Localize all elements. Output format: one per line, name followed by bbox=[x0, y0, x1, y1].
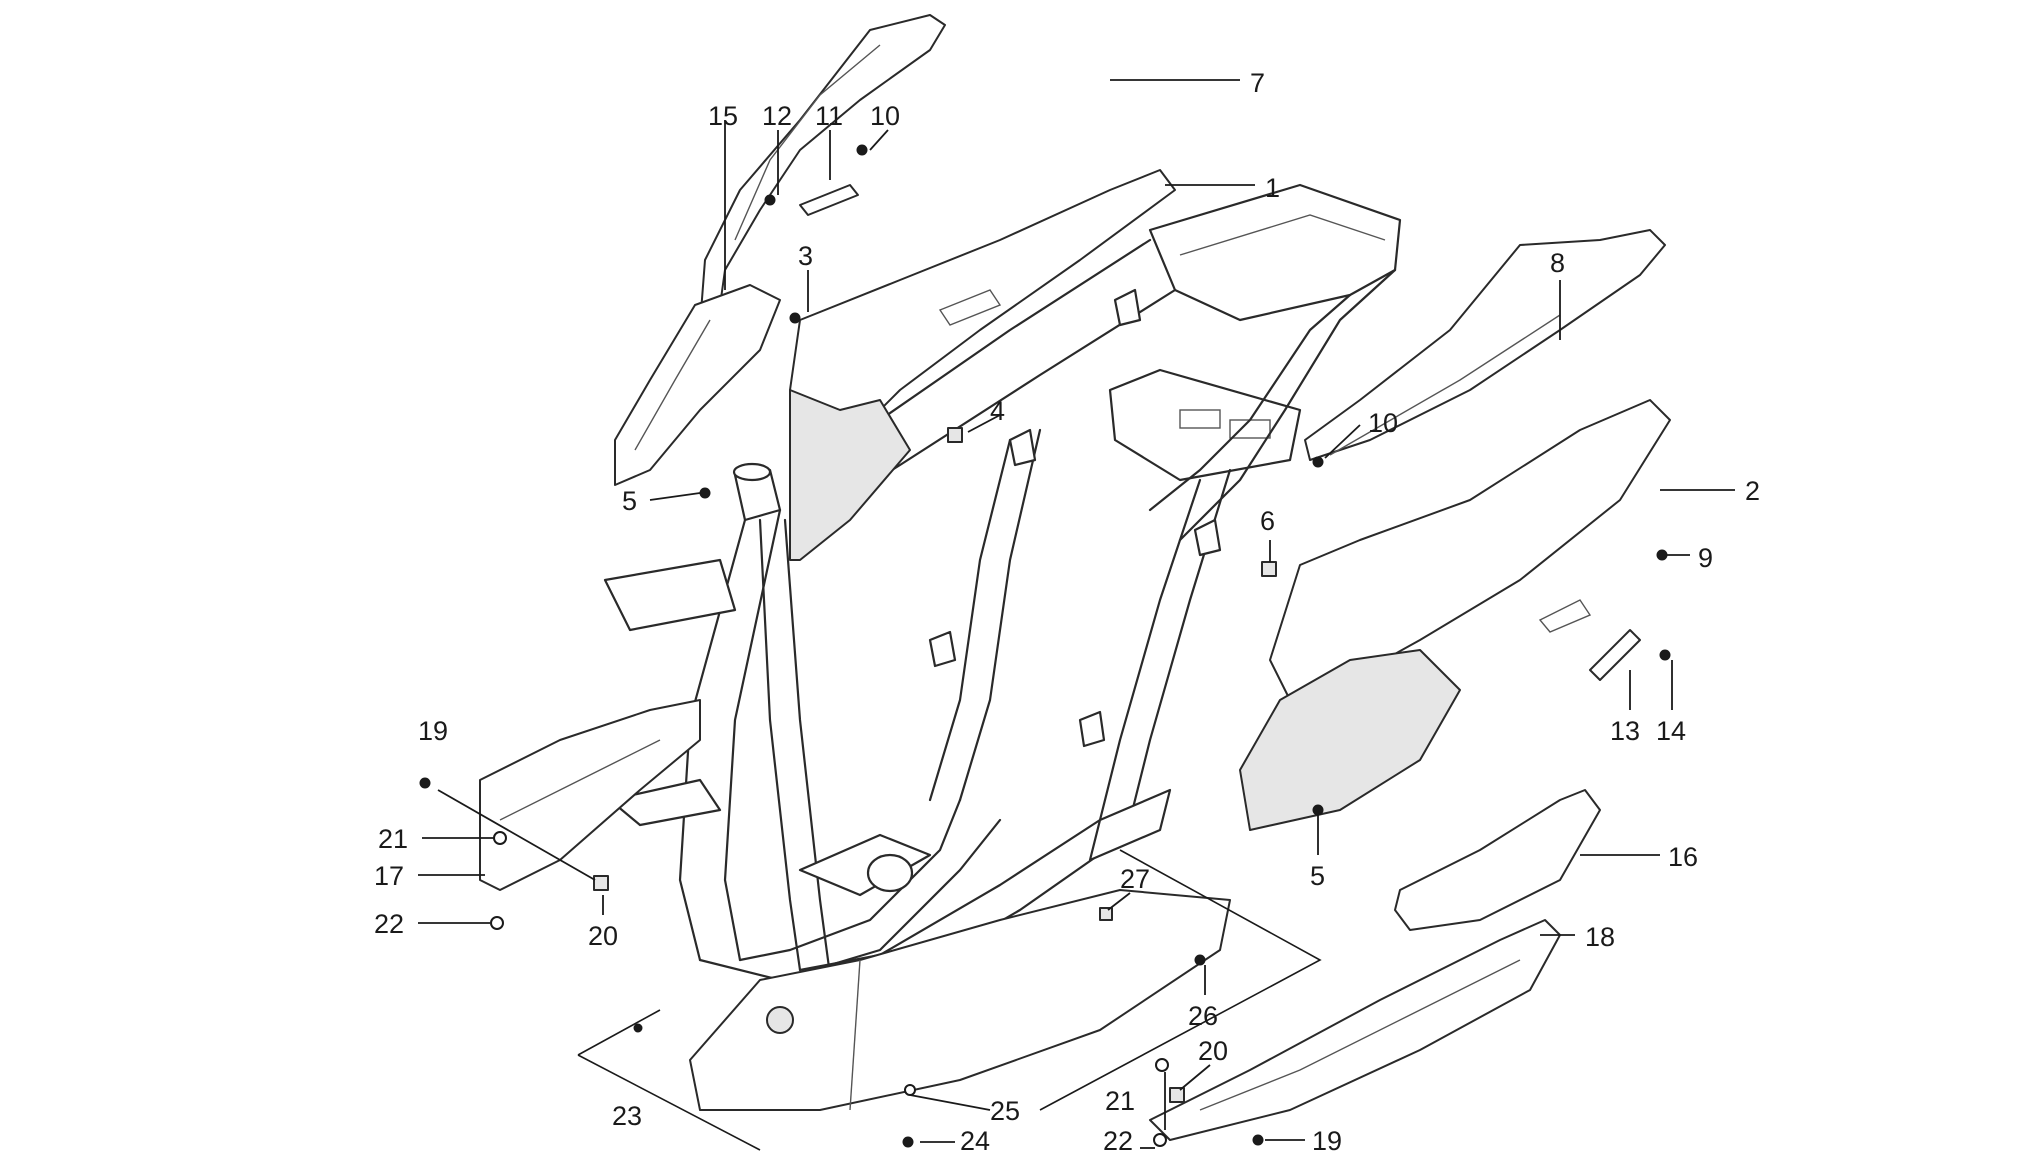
screw-5-left bbox=[699, 487, 711, 499]
callout-25: 25 bbox=[990, 1096, 1020, 1126]
frame-rail-left-mid bbox=[928, 438, 1012, 802]
callout-11: 11 bbox=[815, 101, 843, 131]
callout-19: 19 bbox=[1312, 1126, 1342, 1151]
screw-10-left bbox=[856, 144, 868, 156]
part-11-reflector-left bbox=[799, 184, 859, 216]
frame-down-tube-center bbox=[758, 518, 802, 972]
part-16-right-trim bbox=[1394, 789, 1601, 931]
callout-12: 12 bbox=[762, 101, 792, 131]
callout-2: 2 bbox=[1745, 476, 1760, 506]
screw-19-left bbox=[419, 777, 431, 789]
callout-7: 7 bbox=[1250, 68, 1265, 98]
screw-5-right bbox=[1312, 804, 1324, 816]
screw-26 bbox=[1194, 954, 1206, 966]
callout-27: 27 bbox=[1120, 864, 1150, 894]
callout-19: 19 bbox=[418, 716, 448, 746]
callout-17: 17 bbox=[374, 861, 404, 891]
frame-crossbar bbox=[798, 833, 932, 897]
callout-22: 22 bbox=[374, 909, 404, 939]
rear-frame-bracket bbox=[1108, 368, 1302, 482]
callout-16: 16 bbox=[1668, 842, 1698, 872]
callout-9: 9 bbox=[1698, 543, 1713, 573]
screw-10-right bbox=[1312, 456, 1324, 468]
leader-lines bbox=[418, 79, 1735, 1149]
front-bracket-left bbox=[603, 558, 737, 632]
callout-24: 24 bbox=[960, 1126, 990, 1151]
scooter-frame bbox=[603, 183, 1402, 982]
callout-5: 5 bbox=[1310, 861, 1325, 891]
part-8-right-rear-cover bbox=[1304, 229, 1666, 461]
part-20-clip-left bbox=[593, 875, 609, 891]
screw-21-right bbox=[1155, 1058, 1169, 1072]
screw-23 bbox=[633, 1023, 643, 1033]
callout-15: 15 bbox=[708, 101, 738, 131]
part-1-inner-panel bbox=[789, 389, 911, 561]
part-2-inner-panel bbox=[1239, 649, 1461, 831]
part-23-floorboard bbox=[689, 889, 1231, 1111]
part-15-front-side-cover bbox=[614, 284, 781, 486]
callout-10: 10 bbox=[870, 101, 900, 131]
callout-13: 13 bbox=[1610, 716, 1640, 746]
screw-3 bbox=[789, 312, 801, 324]
screw-12 bbox=[764, 194, 776, 206]
callout-3: 3 bbox=[798, 241, 813, 271]
callout-21: 21 bbox=[378, 824, 408, 854]
screw-14 bbox=[1659, 649, 1671, 661]
callout-20: 20 bbox=[588, 921, 618, 951]
part-7-rear-spoiler-cover bbox=[699, 14, 946, 326]
callout-8: 8 bbox=[1550, 248, 1565, 278]
callout-20: 20 bbox=[1198, 1036, 1228, 1066]
callout-21: 21 bbox=[1105, 1086, 1135, 1116]
screw-24 bbox=[902, 1136, 914, 1148]
screw-25 bbox=[904, 1084, 916, 1096]
callout-6: 6 bbox=[1260, 506, 1275, 536]
fasteners bbox=[419, 144, 1671, 1148]
part-13-reflector-right bbox=[1589, 629, 1641, 681]
group-bracket-23 bbox=[577, 1009, 661, 1056]
callout-1: 1 bbox=[1265, 173, 1280, 203]
callout-18: 18 bbox=[1585, 922, 1615, 952]
rear-frame-platform bbox=[1148, 183, 1402, 322]
screw-19-right bbox=[1252, 1134, 1264, 1146]
part-27-clip bbox=[1099, 907, 1113, 921]
frame-rail-right-mid bbox=[1098, 478, 1202, 822]
frame-floor-rail-left bbox=[698, 818, 1002, 982]
callout-10: 10 bbox=[1368, 408, 1398, 438]
callout-5: 5 bbox=[622, 486, 637, 516]
part-4-clip bbox=[947, 427, 963, 443]
callout-22: 22 bbox=[1103, 1126, 1133, 1151]
part-6-clip bbox=[1261, 561, 1277, 577]
callout-23: 23 bbox=[612, 1101, 642, 1131]
callout-labels: 7 1 15 12 11 10 3 8 10 4 5 2 6 9 13 14 1… bbox=[374, 68, 1760, 1151]
part-20-clip-right bbox=[1169, 1087, 1185, 1103]
frame-rail-right-upper bbox=[1148, 293, 1352, 512]
screw-22-left bbox=[490, 916, 504, 930]
callout-4: 4 bbox=[990, 396, 1005, 426]
screw-22-right bbox=[1153, 1133, 1167, 1147]
callout-26: 26 bbox=[1188, 1001, 1218, 1031]
front-bracket-right bbox=[608, 778, 722, 827]
callout-14: 14 bbox=[1656, 716, 1686, 746]
screw-21-left bbox=[493, 831, 507, 845]
